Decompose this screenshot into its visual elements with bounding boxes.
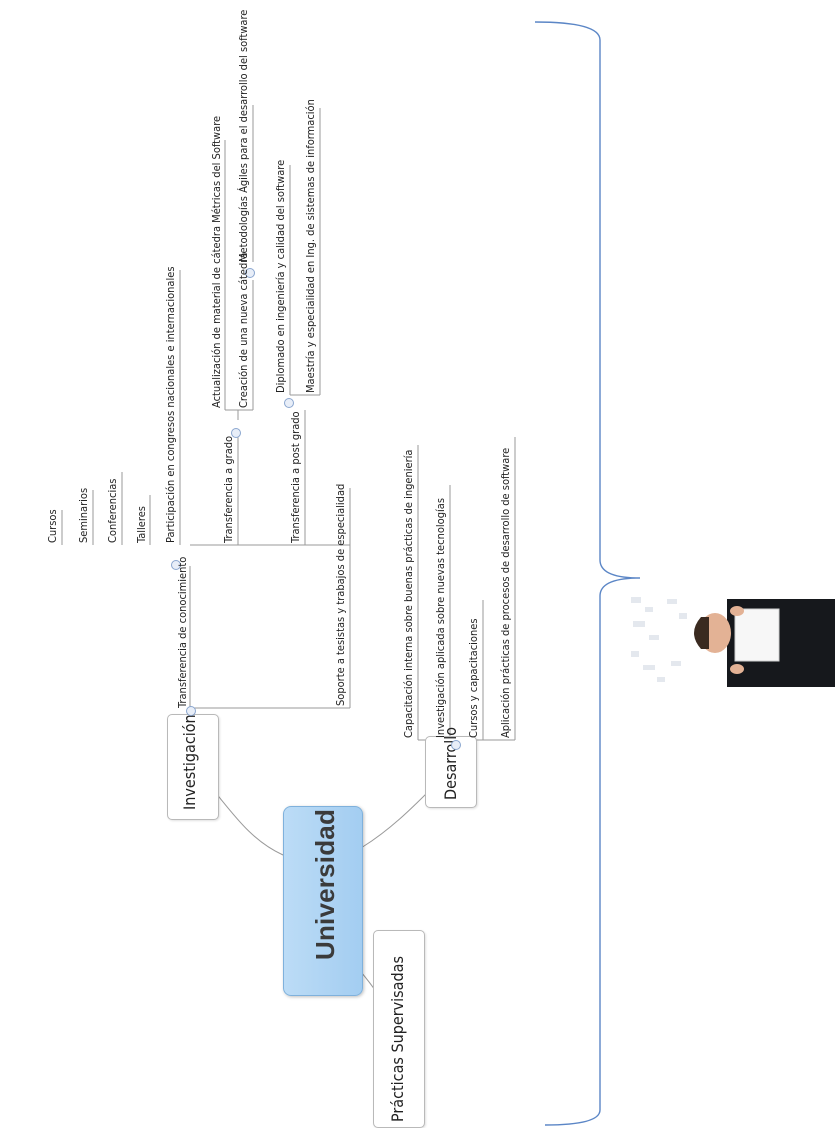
- presenter-illustration: [627, 591, 835, 693]
- topic-transferencia-conocimiento[interactable]: Transferencia de conocimiento: [176, 556, 189, 708]
- node-investigacion-label: Investigación: [180, 714, 199, 810]
- topic-transferencia-grado[interactable]: Transferencia a grado: [222, 435, 235, 543]
- central-topic-node[interactable]: [283, 806, 363, 996]
- topic-seminarios[interactable]: Seminarios: [77, 487, 90, 543]
- topic-participacion[interactable]: Participación en congresos nacionales e …: [164, 266, 177, 543]
- connector-desarrollo: [360, 789, 431, 849]
- topic-maestria[interactable]: Maestría y especialidad en Ing. de siste…: [304, 99, 317, 393]
- collapse-toggle-icon[interactable]: [231, 428, 241, 438]
- topic-nueva-catedra[interactable]: Creación de una nueva cátedra: [237, 252, 250, 408]
- topic-soporte[interactable]: Soporte a tesistas y trabajos de especia…: [334, 483, 347, 706]
- central-topic-label: Universidad: [310, 808, 340, 960]
- node-investigacion[interactable]: [167, 714, 219, 820]
- node-practicas-label: Prácticas Supervisadas: [388, 956, 407, 1122]
- collapse-toggle-icon[interactable]: [284, 398, 294, 408]
- connector-investigacion: [209, 785, 284, 856]
- collapse-toggle-icon[interactable]: [451, 740, 461, 750]
- topic-aplicacion[interactable]: Aplicación prácticas de procesos de desa…: [499, 447, 512, 738]
- topic-capacitacion[interactable]: Capacitación interna sobre buenas prácti…: [402, 449, 415, 739]
- topic-transferencia-postgrado[interactable]: Transferencia a post grado: [289, 411, 302, 543]
- topic-cursos-capacitaciones[interactable]: Cursos y capacitaciones: [467, 618, 480, 738]
- collapse-toggle-icon[interactable]: [171, 560, 181, 570]
- topic-cursos[interactable]: Cursos: [46, 509, 59, 543]
- topic-diplomado[interactable]: Diplomado en ingeniería y calidad del so…: [274, 159, 287, 393]
- topic-actualizacion[interactable]: Actualización de material de cátedra Mét…: [210, 115, 223, 408]
- topic-talleres[interactable]: Talleres: [135, 506, 148, 543]
- node-practicas[interactable]: [373, 930, 425, 1128]
- topic-investigacion-aplicada[interactable]: Investigación aplicada sobre nuevas tecn…: [434, 498, 447, 738]
- topic-conferencias[interactable]: Conferencias: [106, 478, 119, 543]
- brace-right: [534, 21, 641, 1126]
- collapse-toggle-icon[interactable]: [245, 268, 255, 278]
- topic-metodologias[interactable]: Metodologías Ágiles para el desarrollo d…: [237, 9, 250, 262]
- collapse-toggle-icon[interactable]: [186, 706, 196, 716]
